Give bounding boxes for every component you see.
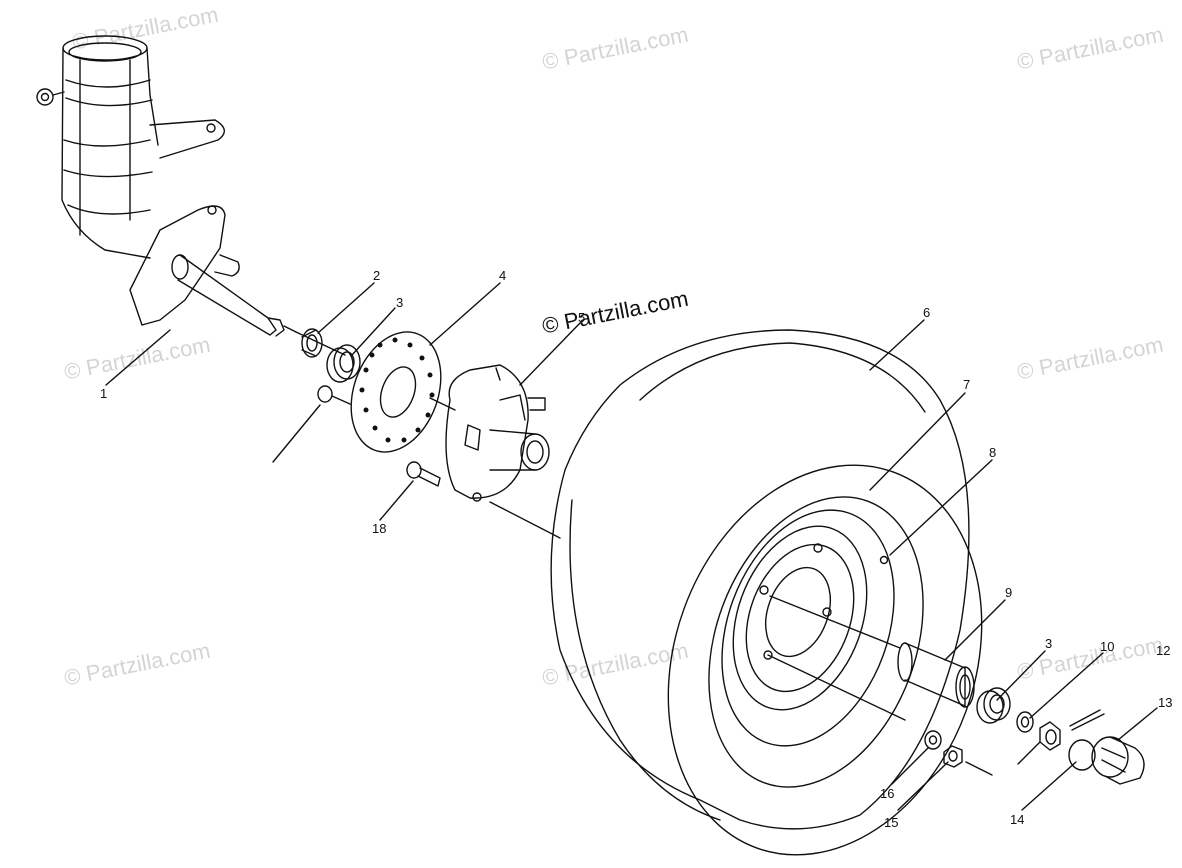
callout-16: 16 (880, 786, 895, 801)
axis-line (296, 332, 345, 355)
axis-line (966, 762, 992, 775)
part-9-spacer (898, 643, 974, 707)
part-15-nut (944, 746, 962, 767)
callout-3: 3 (396, 295, 404, 310)
callout-3-outer: 3 (1045, 636, 1053, 651)
callout-18: 18 (372, 521, 387, 536)
leader-line (273, 405, 320, 462)
callout-10: 10 (1100, 639, 1115, 654)
axis-line (490, 502, 560, 538)
callout-14: 14 (1010, 812, 1025, 827)
callout-13: 13 (1158, 695, 1173, 710)
part-13-cap (1092, 737, 1144, 784)
part-4-brake-disc (335, 319, 456, 464)
part-3-bearing (327, 345, 360, 382)
part-18-stud (407, 462, 440, 486)
leader-lines (106, 283, 1157, 810)
axis-line (768, 655, 905, 720)
part-16-washer (925, 731, 941, 749)
part-5-hub (446, 365, 549, 501)
axis-line (430, 398, 455, 410)
callout-2: 2 (373, 268, 381, 283)
callout-12: 12 (1156, 643, 1171, 658)
callout-7: 7 (963, 377, 971, 392)
callout-5: 5 (578, 310, 586, 325)
callout-1: 1 (100, 386, 108, 401)
part-3-bearing-outer (977, 688, 1010, 723)
callout-8: 8 (989, 445, 997, 460)
disc-bolt (318, 386, 350, 404)
callout-6: 6 (923, 305, 931, 320)
axis-line (770, 596, 900, 648)
spindle-knuckle (37, 36, 296, 336)
callout-9: 9 (1005, 585, 1013, 600)
callout-15: 15 (884, 815, 899, 830)
part-14-o-ring (1069, 740, 1095, 770)
part-6-tire (551, 330, 1034, 868)
part-10-nut (1040, 722, 1060, 750)
cotter-pin (1070, 710, 1104, 730)
callout-4: 4 (499, 268, 507, 283)
washer (1017, 712, 1033, 732)
